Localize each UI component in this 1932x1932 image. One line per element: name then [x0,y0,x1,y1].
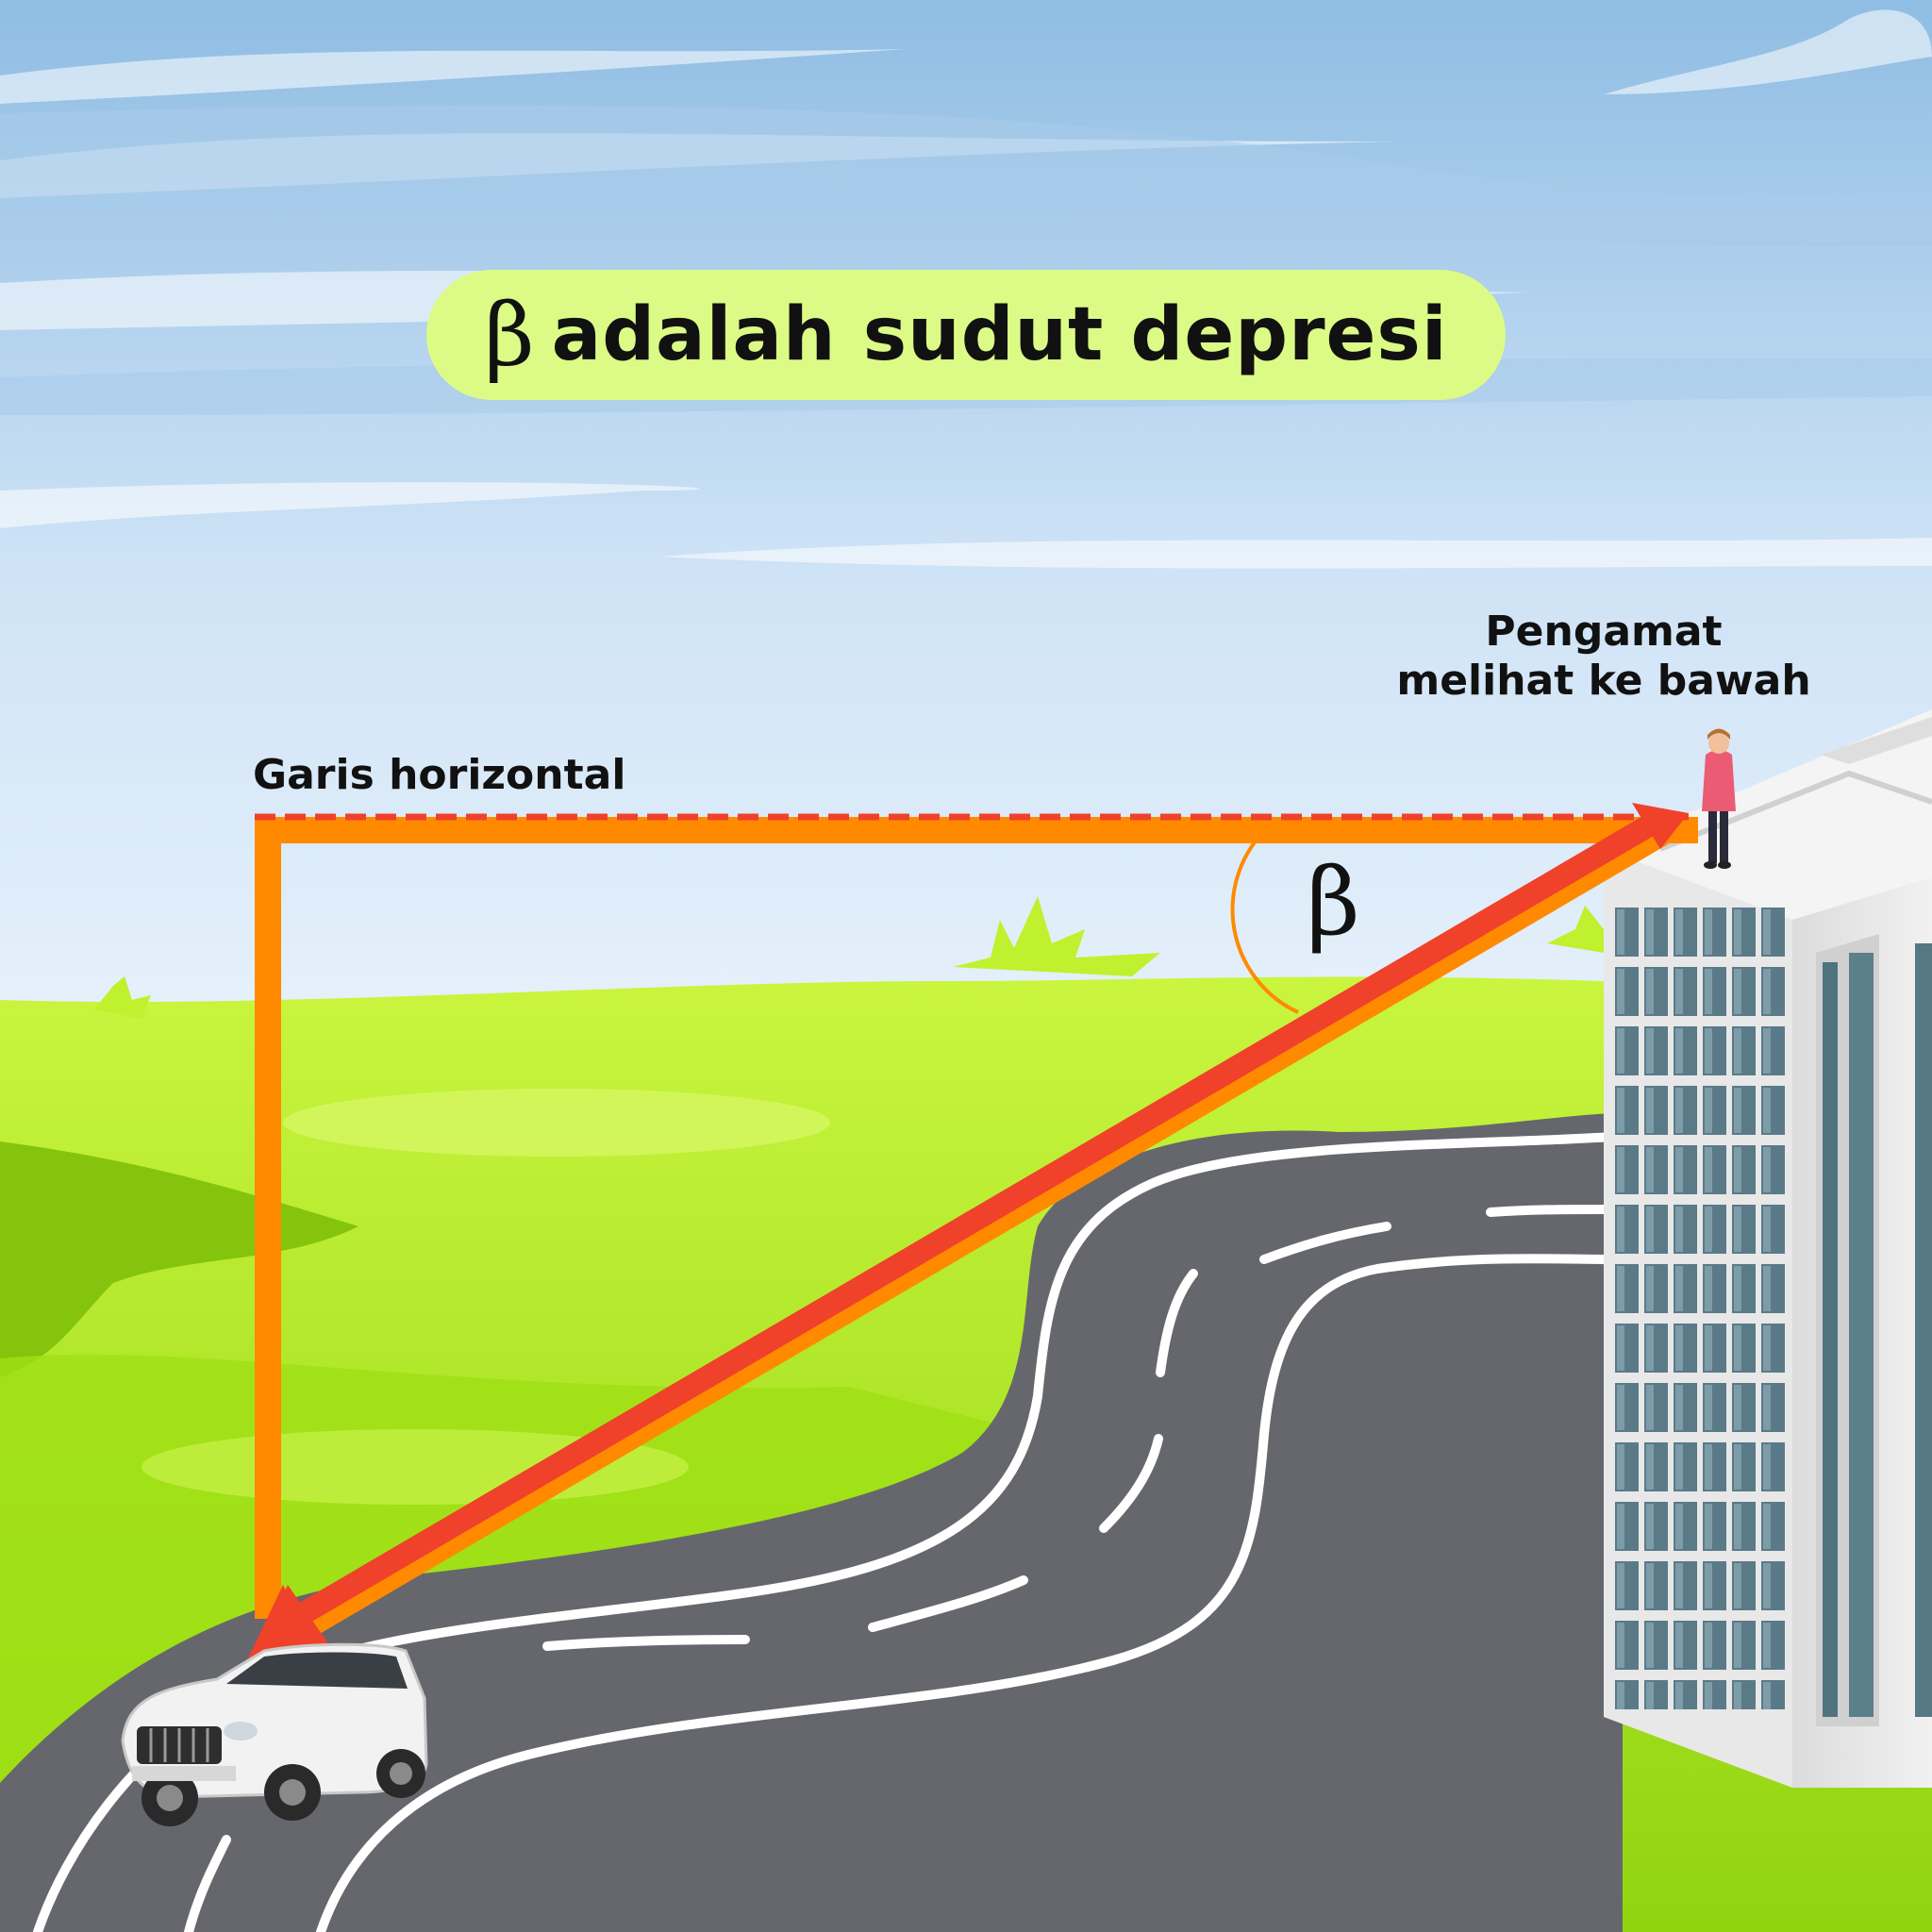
road-center-dashes [184,1205,1608,1932]
title-text: adalah sudut depresi [551,292,1448,377]
horizontal-line-label: Garis horizontal [253,751,626,799]
arrowhead-observer [1632,803,1689,849]
angle-label: β [1307,849,1360,957]
building-icon [1604,709,1932,1788]
grass-highlight [283,1089,830,1157]
angle-arc [1230,837,1299,1014]
observer-label: Pengamat melihat ke bawah [1368,608,1840,706]
line-of-sight [276,808,1667,1636]
title-beta-symbol: β [484,284,535,386]
observer-label-line1: Pengamat [1485,608,1723,656]
vertical-line [255,817,281,1619]
title-banner: β adalah sudut depresi [426,270,1506,400]
horizontal-line [255,817,1698,843]
person-icon [1702,728,1736,869]
observer-label-line2: melihat ke bawah [1396,657,1811,705]
arrowhead-vertical [247,1585,321,1660]
car-icon [121,1642,428,1826]
